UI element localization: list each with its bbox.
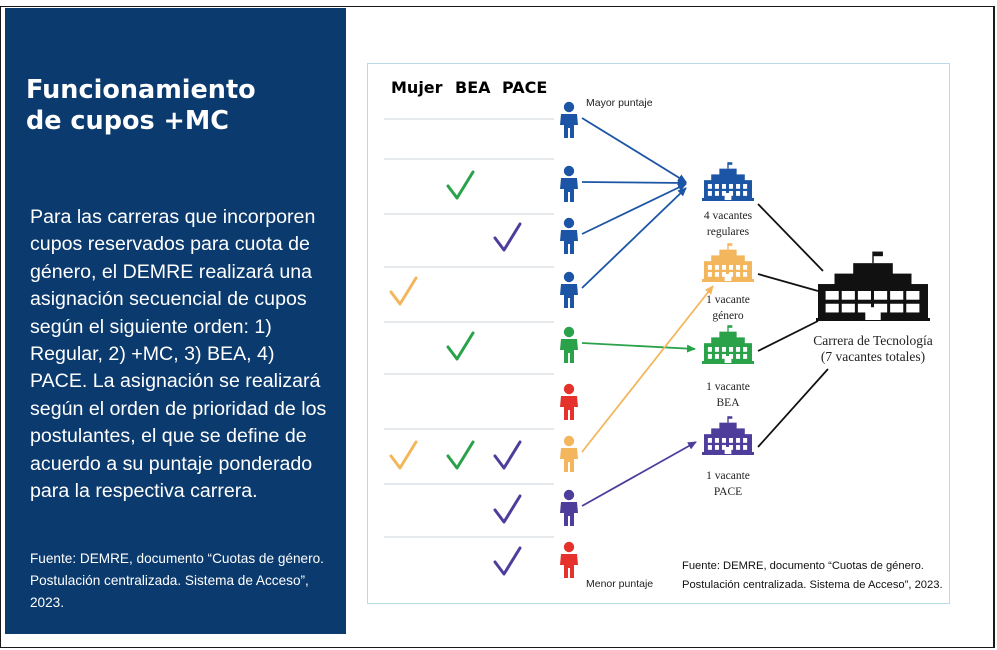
panel-title-line2: de cupos +MC — [26, 106, 229, 136]
quota-link-line — [757, 368, 829, 448]
quota-count: 1 vacante — [706, 294, 750, 306]
assignment-arrow — [581, 183, 687, 235]
building-icon — [702, 325, 754, 364]
legend-bea: BEA — [455, 78, 491, 97]
student-icon — [560, 326, 578, 363]
quota-type: regulares — [707, 226, 750, 238]
quota-type: PACE — [714, 486, 742, 498]
student-icon — [560, 489, 578, 526]
assignment-arrow — [581, 117, 687, 183]
pace-check-icon — [493, 440, 522, 470]
panel-description: Para las carreras que incorporen cupos r… — [30, 206, 327, 503]
figure-source-line2: Postulación centralizada. Sistema de Acc… — [682, 579, 943, 591]
assignment-arrow — [581, 187, 687, 289]
quota-regular: 4 vacantes regulares — [702, 162, 754, 238]
quota-count: 1 vacante — [706, 470, 750, 482]
building-icon — [702, 416, 754, 455]
pace-check-icon — [493, 494, 522, 524]
quota-genero: 1 vacante género — [702, 243, 754, 322]
mujer-check-icon — [389, 440, 418, 470]
assignment-arrows — [581, 117, 714, 507]
slide-frame — [0, 6, 995, 648]
pace-check-icon — [493, 222, 522, 252]
assignment-arrow — [581, 441, 697, 507]
quota-count: 4 vacantes — [704, 210, 753, 222]
building-icon — [702, 243, 754, 282]
quota-type: BEA — [717, 397, 741, 409]
assignment-arrow — [581, 285, 714, 453]
info-panel: Funcionamiento de cupos +MC Para las car… — [5, 8, 346, 634]
quota-link-line — [757, 203, 824, 272]
quota-diagram: Mujer BEA PACE Mayor puntaje Menor punta… — [367, 63, 950, 604]
quota-type: género — [712, 310, 744, 322]
mujer-check-icon — [389, 276, 418, 306]
quota-link-line — [757, 320, 819, 352]
main-building-icon — [816, 251, 930, 321]
figure-source-line1: Fuente: DEMRE, documento “Cuotas de géne… — [682, 560, 924, 572]
career-node: Carrera de Tecnología (7 vacantes totale… — [813, 251, 933, 364]
panel-title: Funcionamiento de cupos +MC — [26, 75, 336, 137]
career-name: Carrera de Tecnología — [813, 333, 933, 348]
quota-link-line — [757, 273, 819, 292]
student-icon — [560, 383, 578, 420]
panel-title-line1: Funcionamiento — [26, 75, 256, 105]
bea-check-icon — [446, 331, 475, 361]
student-icon — [560, 271, 578, 308]
panel-source: Fuente: DEMRE, documento “Cuotas de géne… — [30, 551, 324, 610]
diagram-canvas: Mujer BEA PACE Mayor puntaje Menor punta… — [384, 78, 943, 591]
assignment-arrow — [581, 178, 687, 187]
student-icon — [560, 165, 578, 202]
pace-check-icon — [493, 546, 522, 576]
bottom-label: Menor puntaje — [586, 578, 653, 590]
applicant-rows — [384, 101, 578, 578]
career-total: (7 vacantes totales) — [821, 349, 925, 364]
assignment-arrow — [581, 342, 696, 353]
legend-mujer: Mujer — [391, 78, 443, 97]
student-icon — [560, 101, 578, 138]
bea-check-icon — [446, 440, 475, 470]
quota-count: 1 vacante — [706, 381, 750, 393]
student-icon — [560, 435, 578, 472]
student-icon — [560, 541, 578, 578]
building-icon — [702, 162, 754, 201]
top-label: Mayor puntaje — [586, 97, 653, 109]
bea-check-icon — [446, 170, 475, 200]
legend-pace: PACE — [502, 78, 547, 97]
student-icon — [560, 217, 578, 254]
